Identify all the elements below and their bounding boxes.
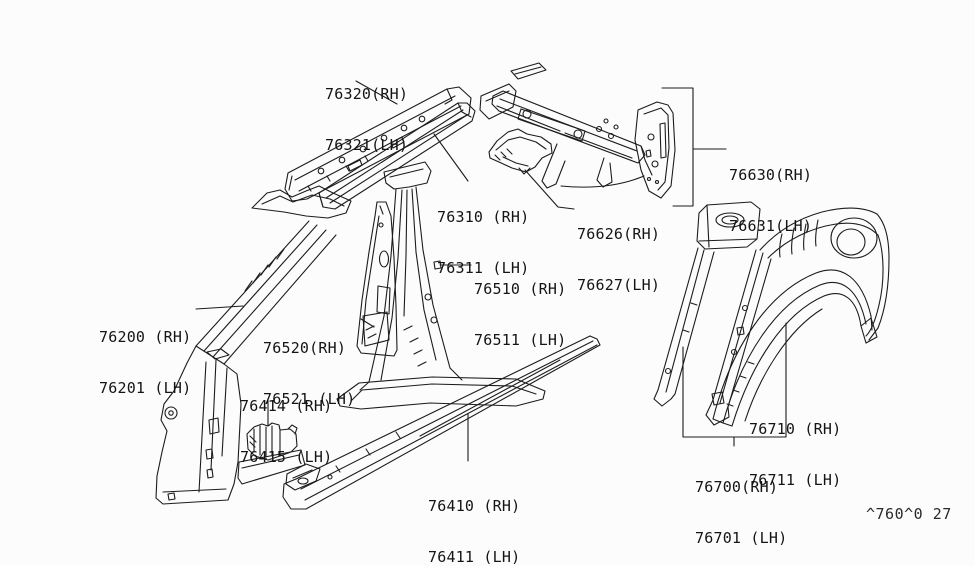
leader-76310	[433, 133, 469, 182]
part-number-line: 76520(RH)	[263, 339, 347, 357]
part-drawing-76626-bracket	[488, 128, 553, 175]
part-label-76520: 76520(RH) 76521 (LH)	[263, 306, 355, 442]
part-number-line: 76200 (RH)	[99, 328, 192, 346]
part-number-line: 76310 (RH)	[437, 208, 530, 226]
leader-76200	[195, 305, 244, 310]
bracket-76630	[661, 87, 694, 207]
part-drawing-76630-rear-panel	[479, 62, 676, 199]
part-number-line: 76521 (LH)	[263, 390, 356, 408]
part-number-line: 76414 (RH)	[240, 397, 333, 415]
part-label-76626: 76626(RH) 76627(LH)	[577, 192, 660, 328]
part-number-line: 76710 (RH)	[749, 420, 842, 438]
part-drawing-76410-sill	[282, 335, 601, 510]
part-number-line: 76321(LH)	[325, 136, 409, 154]
part-number-line: 76320(RH)	[325, 85, 409, 103]
part-label-76310: 76310 (RH) 76311 (LH)	[437, 175, 529, 311]
diagram-code: ^760^0 27	[866, 505, 952, 523]
part-drawing-76510-center-pillar	[336, 161, 546, 410]
part-number-line: 76627(LH)	[577, 276, 661, 294]
part-label-76200: 76200 (RH) 76201 (LH)	[99, 295, 191, 431]
part-label-76320: 76320(RH) 76321(LH)	[325, 52, 408, 188]
part-number-line: 76415 (LH)	[240, 448, 333, 466]
part-drawing-76520-inner-pillar	[356, 201, 398, 357]
part-drawing-76700-wheel-house	[653, 201, 890, 427]
part-number-line: 76626(RH)	[577, 225, 661, 243]
part-number-line: 76711 (LH)	[749, 471, 842, 489]
part-number-line: 76700(RH)	[695, 478, 779, 496]
part-label-76630: 76630(RH) 76631(LH)	[729, 133, 812, 269]
leader-76626	[524, 169, 575, 210]
part-number-line: 76510 (RH)	[474, 280, 567, 298]
part-number-line: 76701 (LH)	[695, 529, 788, 547]
part-label-76410: 76410 (RH) 76411 (LH)	[428, 464, 520, 566]
part-label-76710: 76710 (RH) 76711 (LH)	[749, 387, 841, 523]
part-number-line: 76411 (LH)	[428, 548, 521, 566]
leader-76320	[355, 80, 398, 105]
part-number-line: 76630(RH)	[729, 166, 813, 184]
part-label-76510: 76510 (RH) 76511 (LH)	[474, 247, 566, 383]
part-number-line: 76311 (LH)	[437, 259, 530, 277]
part-label-76414: 76414 (RH) 76415 (LH)	[240, 364, 332, 500]
part-drawing-76414-bracket	[246, 422, 298, 461]
part-number-line: 76511 (LH)	[474, 331, 567, 349]
part-drawing-76320-roof-rail	[284, 86, 472, 202]
part-label-76700: 76700(RH) 76701 (LH)	[695, 445, 787, 566]
part-number-line: 76410 (RH)	[428, 497, 521, 515]
part-number-line: 76631(LH)	[729, 217, 813, 235]
part-drawing-76310-side-rail	[318, 102, 476, 210]
part-number-line: 76201 (LH)	[99, 379, 192, 397]
